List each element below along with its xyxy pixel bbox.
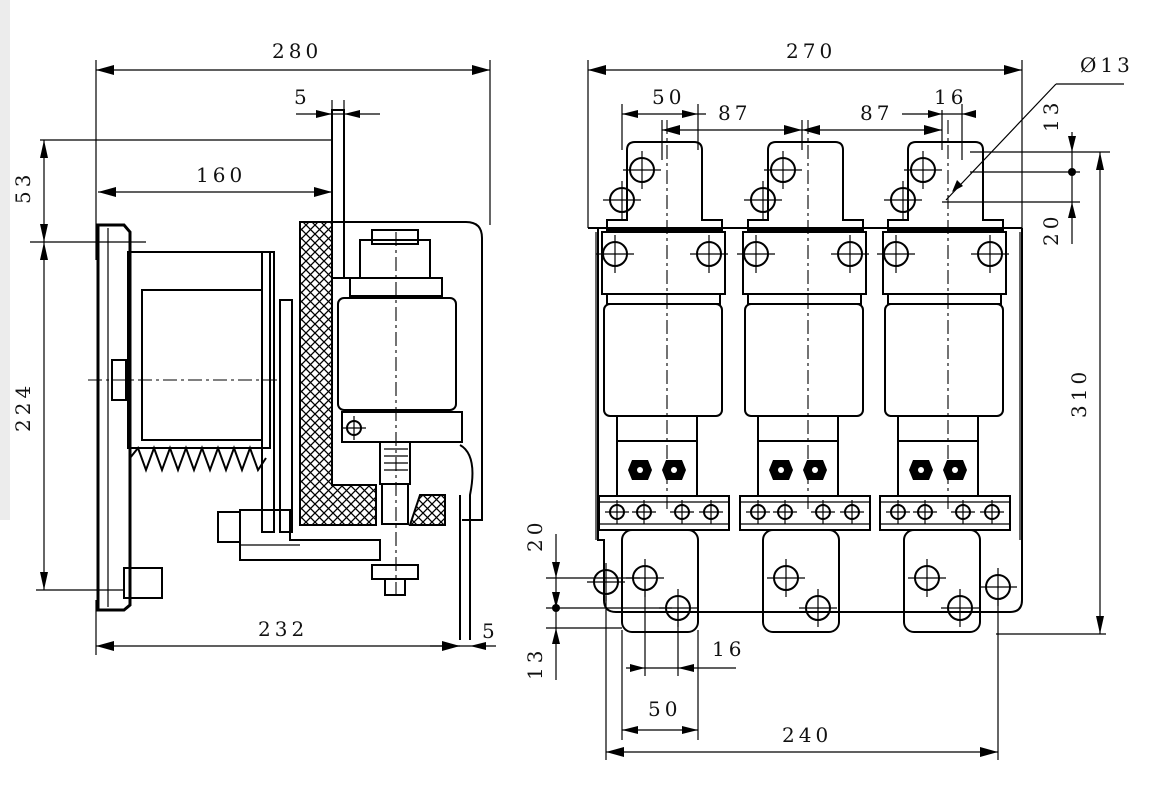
dim-232: 232 [258, 617, 308, 641]
dim-224: 224 [11, 382, 35, 432]
dim-240: 240 [782, 723, 832, 747]
dim-13-left: 13 [523, 647, 547, 680]
dim-50-bottom: 50 [648, 697, 681, 721]
dim-87-left: 87 [718, 101, 751, 125]
dim-87-right: 87 [860, 101, 893, 125]
dim-53: 53 [11, 171, 35, 204]
front-view: 270 50 87 87 16 Ø13 13 20 [523, 39, 1134, 760]
dim-280: 280 [272, 39, 322, 63]
side-view: 280 5 160 53 224 232 5 [11, 39, 499, 655]
dim-5-bottom: 5 [482, 619, 499, 643]
dim-160: 160 [196, 163, 246, 187]
dim-270: 270 [786, 39, 836, 63]
dim-hole: Ø13 [1080, 53, 1134, 77]
dim-13-top: 13 [1039, 99, 1063, 132]
dim-50-top: 50 [652, 85, 685, 109]
dim-20-right: 20 [1039, 213, 1063, 246]
dim-16-top: 16 [934, 85, 967, 109]
dim-16-bottom: 16 [712, 637, 745, 661]
dim-310: 310 [1067, 368, 1091, 418]
dim-5-top: 5 [294, 85, 311, 109]
dim-20-left: 20 [523, 519, 547, 552]
